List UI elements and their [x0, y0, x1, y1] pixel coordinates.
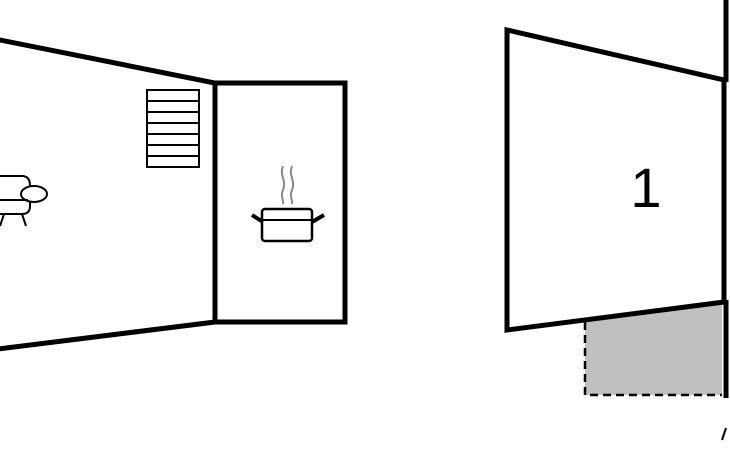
- room-1-outline: [504, 26, 727, 333]
- cooking-pot-icon: [250, 165, 326, 243]
- sofa-icon: [0, 175, 48, 227]
- cut-off-mark: [721, 427, 727, 441]
- room-number-label: 1: [630, 156, 661, 219]
- kitchen-outline: [212, 80, 348, 325]
- stairs-icon: [146, 89, 200, 168]
- terrace-dashed-edge: [583, 322, 722, 397]
- shaded-terrace: [585, 302, 722, 395]
